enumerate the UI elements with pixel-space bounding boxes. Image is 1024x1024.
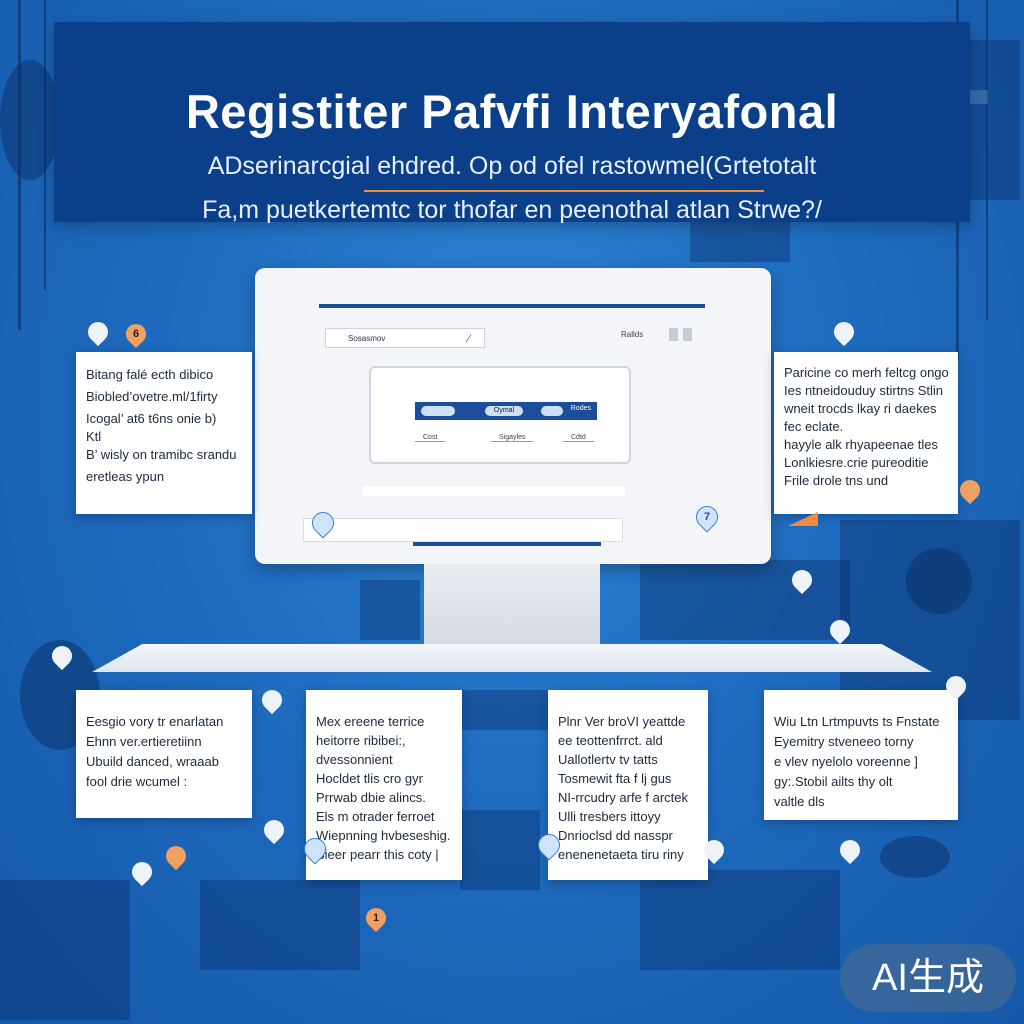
window-control-button[interactable] bbox=[683, 328, 692, 341]
monitor-neck bbox=[424, 564, 600, 646]
note-text: Ktl bbox=[86, 430, 102, 444]
address-text: Sosasmov bbox=[348, 334, 386, 343]
accent-bar bbox=[413, 542, 601, 546]
decor-panel bbox=[200, 880, 360, 970]
decor-cell bbox=[966, 90, 988, 104]
note-text: Ies ntneidouduy stirtns Stlin bbox=[784, 383, 943, 398]
note-text: eretleas ypun bbox=[86, 469, 165, 484]
note-text: Ubuild danced, wraaab bbox=[86, 754, 219, 769]
note-text: Plnr Ver broVI yeattde bbox=[558, 714, 686, 729]
monitor-screen: Sosasmov ∕ Rallds Oymal Rodes Cost Sigay… bbox=[255, 268, 771, 564]
decor-panel bbox=[640, 870, 840, 970]
registration-card: Oymal Rodes Cost Sigayles Cdtd bbox=[369, 366, 631, 464]
note-text: Hocldet tlis cro gyr bbox=[316, 771, 423, 786]
decor-line bbox=[986, 0, 988, 320]
note-text: Bitang falé ecth dibico bbox=[86, 367, 214, 382]
note-text: fool drie wcumel : bbox=[86, 774, 188, 789]
pointer-arrow-icon bbox=[788, 512, 818, 526]
card-footer-link[interactable]: Cost bbox=[415, 434, 446, 442]
subtitle-line-1: ADserinarcgial ehdred. Op od ofel rastow… bbox=[207, 152, 817, 180]
note-text: Mex ereene terrice bbox=[316, 714, 425, 729]
note-bottom-2: Mex ereene terrice heitorre ribibei:, dv… bbox=[306, 690, 462, 880]
note-text: Tosmewit fta f lj gus bbox=[558, 771, 672, 786]
decor-blob bbox=[880, 836, 950, 878]
nav-link[interactable]: Rodes bbox=[570, 405, 591, 412]
note-text: Icogal’ at6 t6ns onie b) bbox=[86, 411, 217, 426]
note-text: wneit trocds lkay ri daekes bbox=[784, 401, 937, 416]
note-text: Prrwab dbie alincs. bbox=[316, 790, 426, 805]
pin-label: 1 bbox=[372, 912, 380, 924]
note-text: valtle dls bbox=[774, 794, 825, 809]
monitor-stand bbox=[92, 644, 932, 672]
note-text: Eyemitry stveneeo torny bbox=[774, 734, 914, 749]
note-text: dvessonnient bbox=[316, 752, 393, 767]
note-text: Els m otrader ferroet bbox=[316, 809, 435, 824]
pin-label: 7 bbox=[703, 511, 711, 523]
decor-ring bbox=[906, 548, 972, 614]
note-text: ee teottenfrrct. ald bbox=[558, 733, 663, 748]
note-text: Biobled’ovetre.ml/1firty bbox=[86, 389, 218, 404]
decor-panel bbox=[360, 580, 420, 640]
nav-pill[interactable] bbox=[541, 406, 563, 416]
note-text: Paricine co merh feltcg ongo bbox=[784, 365, 948, 380]
note-text: B’ wisly on tramibc srandu bbox=[86, 447, 237, 462]
address-bar[interactable]: Sosasmov ∕ bbox=[325, 328, 485, 348]
content-line bbox=[363, 486, 625, 496]
input-field[interactable] bbox=[303, 518, 623, 542]
decor-panel bbox=[460, 690, 550, 730]
pencil-icon[interactable]: ∕ bbox=[468, 333, 470, 345]
note-text: Dnrioclsd dd nasspr bbox=[558, 828, 673, 843]
note-text: fec eclate. bbox=[784, 419, 844, 434]
nav-pill[interactable] bbox=[421, 406, 455, 416]
note-left-top: Bitang falé ecth dibico Biobled’ovetre.m… bbox=[76, 352, 252, 514]
note-text: hayyle alk rhyapeenae tles bbox=[784, 437, 938, 452]
note-right-top: Paricine co merh feltcg ongo Ies ntneido… bbox=[774, 352, 958, 514]
note-text: Ehnn ver.ertieretiinn bbox=[86, 734, 202, 749]
note-text: NI-rrcudry arfe f arctek bbox=[558, 790, 689, 805]
note-bottom-3: Plnr Ver broVI yeattde ee teottenfrrct. … bbox=[548, 690, 708, 880]
note-text: gy:.Stobil ailts thy olt bbox=[774, 774, 893, 789]
note-bottom-4: Wiu Ltn Lrtmpuvts ts Fnstate Eyemitry st… bbox=[764, 690, 958, 820]
title-underline bbox=[364, 190, 764, 192]
note-text: e vlev nyelolo voreenne ] bbox=[774, 754, 918, 769]
note-text: Wiu Ltn Lrtmpuvts ts Fnstate bbox=[774, 714, 940, 729]
card-nav-bar: Oymal Rodes bbox=[415, 402, 597, 420]
note-text: Eesgio vory tr enarlatan bbox=[86, 714, 224, 729]
note-text: Wiepnning hvbeseshig. bbox=[316, 828, 451, 843]
subtitle-line-2: Fa,m puetkertemtc tor thofar en peenotha… bbox=[202, 196, 822, 224]
decor-panel bbox=[460, 810, 540, 890]
card-footer-link[interactable]: Sigayles bbox=[491, 434, 534, 442]
decor-panel bbox=[640, 560, 850, 640]
decor-panel bbox=[690, 222, 790, 262]
note-text: Lonlkiesre.crie pureoditie bbox=[784, 455, 929, 470]
note-bottom-1: Eesgio vory tr enarlatan Ehnn ver.ertier… bbox=[76, 690, 252, 818]
decor-blob bbox=[0, 60, 60, 180]
note-text: Uallotlertv tv tatts bbox=[558, 752, 658, 767]
note-text: Sieer pearr this coty | bbox=[316, 847, 439, 862]
decor-panel bbox=[0, 880, 130, 1020]
title-banner: Registiter Pafvfi Interyafonal ADserinar… bbox=[54, 22, 970, 224]
ai-generated-watermark: AI生成 bbox=[840, 944, 1016, 1012]
note-text: heitorre ribibei:, bbox=[316, 733, 406, 748]
note-text: Frile drole tns und bbox=[784, 473, 889, 488]
browser-top-bar bbox=[319, 304, 705, 308]
nav-pill-center[interactable]: Oymal bbox=[485, 406, 523, 416]
note-text: Ulli tresbers ittoyy bbox=[558, 809, 661, 824]
top-right-label: Rallds bbox=[621, 330, 644, 339]
page-title: Registiter Pafvfi Interyafonal bbox=[185, 85, 839, 138]
pin-label: 6 bbox=[132, 328, 140, 340]
note-text: enenenetaeta tiru riny bbox=[558, 847, 684, 862]
card-footer-link[interactable]: Cdtd bbox=[563, 434, 594, 442]
window-control-button[interactable] bbox=[669, 328, 678, 341]
